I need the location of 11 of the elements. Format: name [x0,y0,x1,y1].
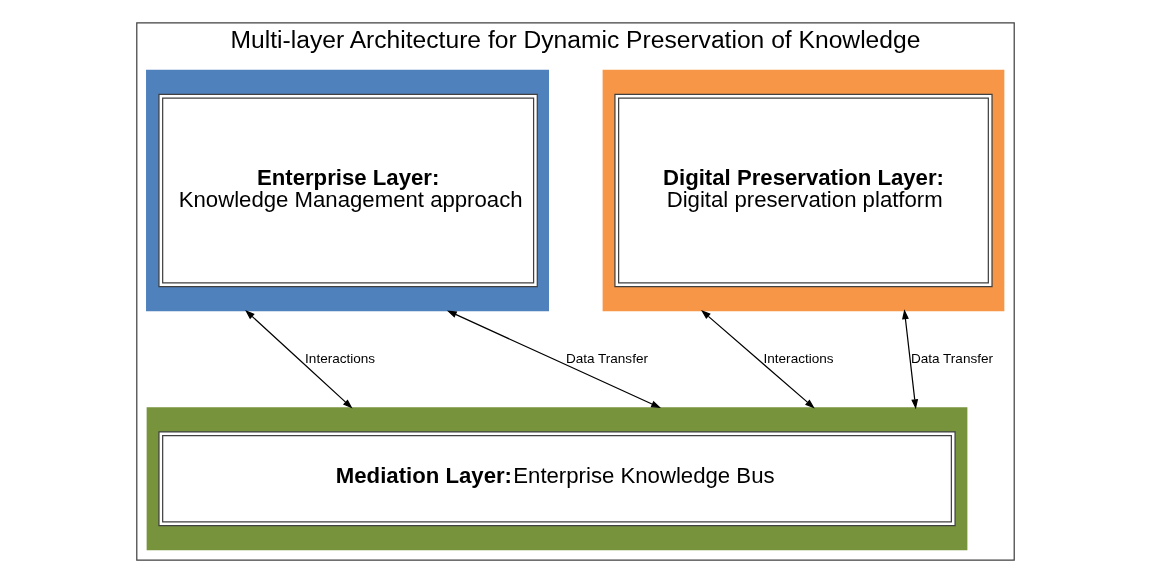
arrow [901,309,918,410]
edge-label: Interactions [304,350,375,366]
node-box: Mediation Layer:Enterprise Knowledge Bus [146,407,967,551]
arrow [446,310,661,409]
node-box: Enterprise Layer: Knowledge Management approach [145,69,549,312]
arrow [700,310,815,409]
edge-label: Data Transfer [565,350,648,366]
edge-label: Interactions [763,350,834,366]
edge-label: Data Transfer [910,350,993,366]
arrow [244,309,353,409]
node-box: Digital Preservation Layer: Digital preservation platform [602,69,1004,312]
